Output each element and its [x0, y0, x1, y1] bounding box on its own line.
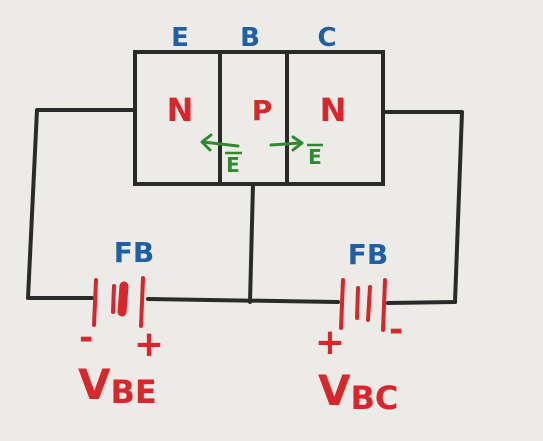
base-region-label: P	[252, 94, 273, 127]
vbe-plus-sign: +	[134, 324, 164, 365]
collector-terminal-label: C	[317, 23, 336, 53]
wiring	[26, 108, 464, 305]
transistor-outline	[133, 50, 385, 186]
emitter-terminal-label: E	[171, 23, 189, 53]
vbc-plate-2	[355, 286, 360, 320]
vbe-name-main: V	[78, 360, 111, 409]
left-bias-label: FB	[114, 236, 154, 269]
left-field-label: E	[226, 153, 240, 177]
vbc-minus-sign: -	[389, 310, 403, 350]
bottom-wire-left	[146, 297, 340, 304]
vbc-plus-sign: +	[315, 322, 345, 363]
right-bias-label: FB	[348, 238, 388, 271]
vbc-name-main: V	[318, 366, 351, 415]
vbc-plate-4	[381, 278, 387, 332]
vbe-name: VBE	[78, 360, 157, 411]
vbe-plate-4	[139, 276, 145, 328]
right-field-label: E	[308, 145, 322, 169]
vbe-minus-sign: -	[79, 318, 93, 358]
right-field-arrowhead	[291, 135, 304, 152]
right-field-arrow-shaft	[269, 141, 302, 147]
base-terminal-label: B	[240, 23, 260, 53]
bottom-wire-right	[386, 300, 457, 305]
vbc-plate-1	[339, 278, 345, 330]
base-lead-wire	[248, 182, 255, 304]
vbc-plate-3	[366, 285, 372, 322]
field-arrows	[200, 133, 304, 152]
collector-lead-wire	[381, 110, 464, 304]
vbe-name-sub: BE	[111, 373, 157, 411]
left-field-arrow-shaft	[201, 140, 240, 148]
left-field-arrowhead	[200, 133, 213, 152]
emitter-lead-wire	[26, 108, 137, 300]
vbc-name-sub: BC	[351, 379, 399, 417]
vbe-plate-3	[117, 281, 129, 317]
vbe-plate-2	[111, 284, 116, 314]
transistor-body	[133, 50, 385, 186]
emitter-region-label: N	[167, 91, 194, 129]
vbc-name: VBC	[318, 366, 398, 417]
vbe-plate-1	[92, 278, 98, 327]
collector-region-label: N	[320, 91, 347, 129]
battery-vbe	[92, 276, 145, 328]
battery-vbc	[339, 278, 387, 332]
